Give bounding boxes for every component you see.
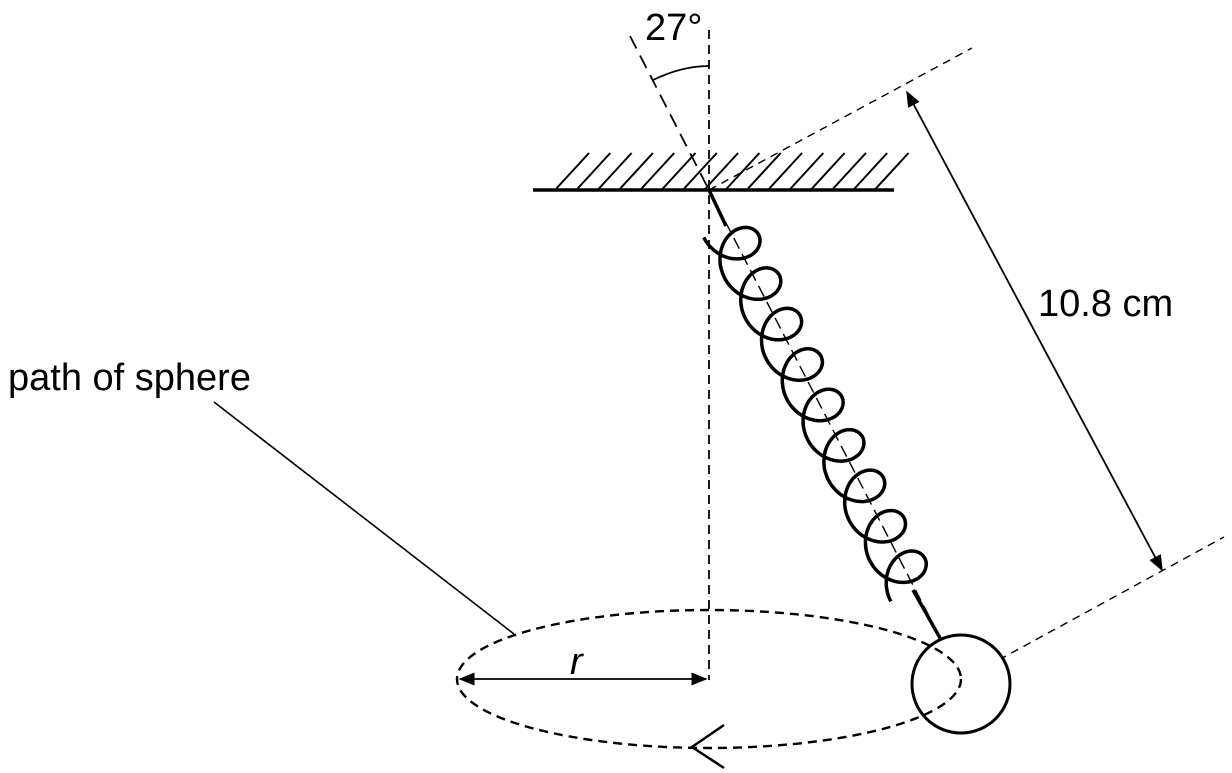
hatch-stroke (575, 152, 612, 191)
path-leader-line (213, 401, 515, 635)
spring-axis-upper (629, 35, 710, 191)
angle-label: 27° (645, 7, 702, 49)
hatch-stroke (724, 152, 761, 191)
hatch-stroke (554, 152, 590, 191)
hatch-stroke (660, 152, 697, 191)
extension-line-top (708, 47, 973, 191)
extension-line-bottom (961, 536, 1225, 681)
hatch-stroke (852, 152, 888, 191)
angle-arc (652, 65, 710, 81)
hatch-stroke (682, 152, 718, 191)
hatch-stroke (745, 152, 782, 191)
spring-coils (702, 225, 929, 603)
direction-arrow (689, 723, 725, 770)
radius-label: r (570, 641, 584, 683)
hatch-stroke (788, 152, 825, 191)
sphere-path (455, 608, 963, 750)
spring-top-wire (707, 189, 728, 227)
spring (702, 189, 942, 639)
hatch-stroke (809, 152, 846, 191)
hatch-stroke (873, 152, 910, 191)
path-label: path of sphere (8, 357, 251, 399)
hatch-stroke (596, 152, 633, 191)
hatch-stroke (618, 152, 654, 191)
length-arrow (906, 90, 1163, 572)
ceiling-hatching (554, 152, 910, 191)
length-label: 10.8 cm (1038, 283, 1173, 325)
spring-bottom-wire (911, 589, 942, 639)
hatch-stroke (831, 152, 867, 191)
hatch-stroke (767, 152, 803, 191)
hatch-stroke (639, 152, 675, 191)
ceiling (533, 152, 910, 192)
